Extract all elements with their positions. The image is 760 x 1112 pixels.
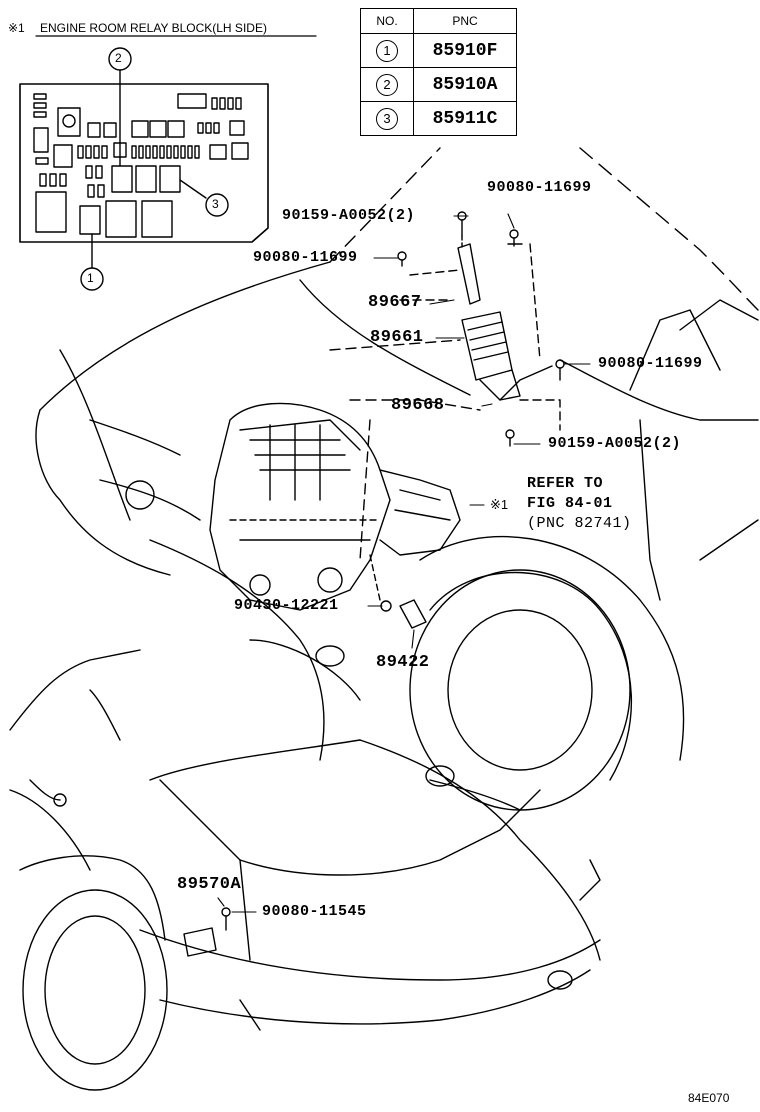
pnc-table-header: NO. PNC — [360, 8, 517, 34]
pnc-code: 85910F — [413, 33, 517, 68]
col-header-no: NO. — [360, 8, 414, 34]
part-label-90159-a0052-top: 90159-A0052(2) — [282, 207, 416, 224]
part-label-90080-11545: 90080-11545 — [262, 903, 367, 920]
part-label-89422: 89422 — [376, 653, 430, 672]
part-label-90080-11699-right: 90080-11699 — [598, 355, 703, 372]
refer-line1: REFER TO — [527, 475, 604, 492]
part-label-90080-11699-left: 90080-11699 — [253, 249, 358, 266]
ecu-assembly — [329, 211, 565, 561]
vehicle-rear-outline — [9, 649, 601, 1091]
sensor-89570a — [183, 927, 217, 957]
part-label-89668: 89668 — [391, 396, 445, 415]
refer-mark: ※1 — [490, 497, 509, 512]
callout-2: 2 — [115, 51, 122, 65]
relay-block-title: ENGINE ROOM RELAY BLOCK(LH SIDE) — [40, 21, 267, 35]
knock-sensor-89422 — [369, 554, 427, 629]
relay-block-inset — [19, 35, 317, 291]
pnc-code: 85910A — [413, 67, 517, 102]
pnc-table: NO. PNC 1 85910F 2 85910A 3 85911C — [360, 8, 517, 136]
part-label-90430-12221: 90430-12221 — [234, 597, 339, 614]
row-number-circle: 2 — [376, 73, 398, 96]
leader-lines — [217, 213, 591, 913]
part-label-90159-a0052-bottom: 90159-A0052(2) — [548, 435, 682, 452]
refer-line3: (PNC 82741) — [527, 515, 632, 532]
col-header-pnc: PNC — [413, 8, 517, 34]
vehicle-front-outline — [35, 147, 759, 811]
row-number-circle: 1 — [376, 39, 398, 62]
table-row: 1 85910F — [360, 33, 517, 68]
engine-assembly — [209, 402, 461, 611]
row-number-circle: 3 — [376, 107, 398, 130]
part-label-90080-11699-top: 90080-11699 — [487, 179, 592, 196]
relay-block-title-mark: ※1 — [8, 21, 25, 35]
table-row: 2 85910A — [360, 67, 517, 102]
callout-1: 1 — [87, 271, 94, 285]
pnc-code: 85911C — [413, 101, 517, 136]
refer-line2: FIG 84-01 — [527, 495, 613, 512]
part-label-89661: 89661 — [370, 328, 424, 347]
figure-code: 84E070 — [688, 1091, 730, 1105]
part-label-89570a: 89570A — [177, 875, 242, 894]
table-row: 3 85911C — [360, 101, 517, 136]
part-label-89667: 89667 — [368, 293, 422, 312]
callout-3: 3 — [212, 197, 219, 211]
